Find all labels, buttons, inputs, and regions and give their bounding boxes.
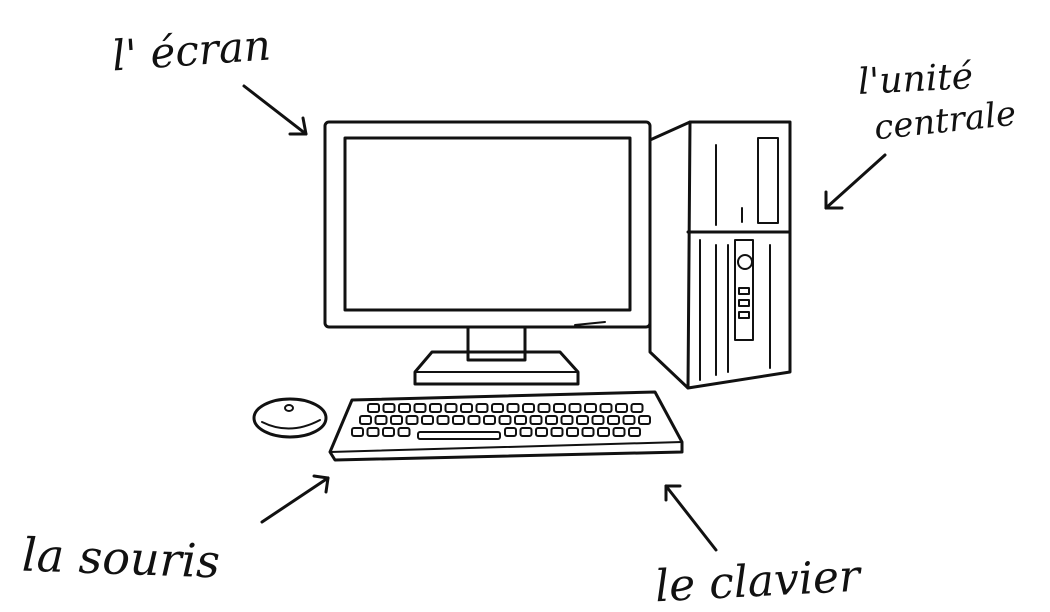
keyboard-key [438,416,449,424]
keyboard-key [616,404,627,412]
keyboard-key [577,416,588,424]
keyboard-key [446,404,457,412]
keyboard-key [368,428,379,436]
keyboard-key [523,404,534,412]
keyboard-key [608,416,619,424]
arrow-icon [262,476,328,522]
keyboard-key [376,416,387,424]
label-keyboard: le clavier [654,555,861,610]
keyboard-key [453,416,464,424]
keyboard-key [521,428,532,436]
keyboard-key [422,416,433,424]
keyboard-key [360,416,371,424]
mouse-icon [254,399,326,437]
keyboard-key [407,416,418,424]
keyboard-key [614,428,625,436]
keyboard-key [492,404,503,412]
label-central-unit-line1: l'unité [857,59,974,101]
keyboard-key [632,404,643,412]
keyboard-key [639,416,650,424]
keyboard-key [531,416,542,424]
keyboard-key [567,428,578,436]
keyboard-key [384,404,395,412]
keyboard-key [624,416,635,424]
keyboard-key [368,404,379,412]
keyboard-key [500,416,511,424]
keyboard-key [352,428,363,436]
keyboard-key [629,428,640,436]
keyboard-key [593,416,604,424]
arrow-icon [826,155,885,208]
keyboard-key [570,404,581,412]
keyboard-key [469,416,480,424]
keyboard-key [552,428,563,436]
arrow-icon [244,86,306,134]
label-mouse: la souris [21,532,220,585]
keyboard-key [585,404,596,412]
keyboard-key [383,428,394,436]
keyboard-key [461,404,472,412]
monitor-icon [325,122,650,384]
keyboard-key [546,416,557,424]
keyboard-key [601,404,612,412]
keyboard-key [598,428,609,436]
keyboard-key [430,404,441,412]
keyboard-keys [352,404,650,436]
keyboard-key [583,428,594,436]
keyboard-key [508,404,519,412]
label-screen: l' écran [111,25,272,78]
keyboard-key [477,404,488,412]
keyboard-key [539,404,550,412]
keyboard-icon [330,392,682,460]
keyboard-key [554,404,565,412]
keyboard-key [536,428,547,436]
keyboard-key [399,404,410,412]
keyboard-key [562,416,573,424]
keyboard-key [391,416,402,424]
keyboard-key [515,416,526,424]
keyboard-key [399,428,410,436]
keyboard-key [505,428,516,436]
keyboard-key [415,404,426,412]
arrow-icon [666,486,716,550]
computer-tower-icon [650,122,790,388]
keyboard-key [484,416,495,424]
